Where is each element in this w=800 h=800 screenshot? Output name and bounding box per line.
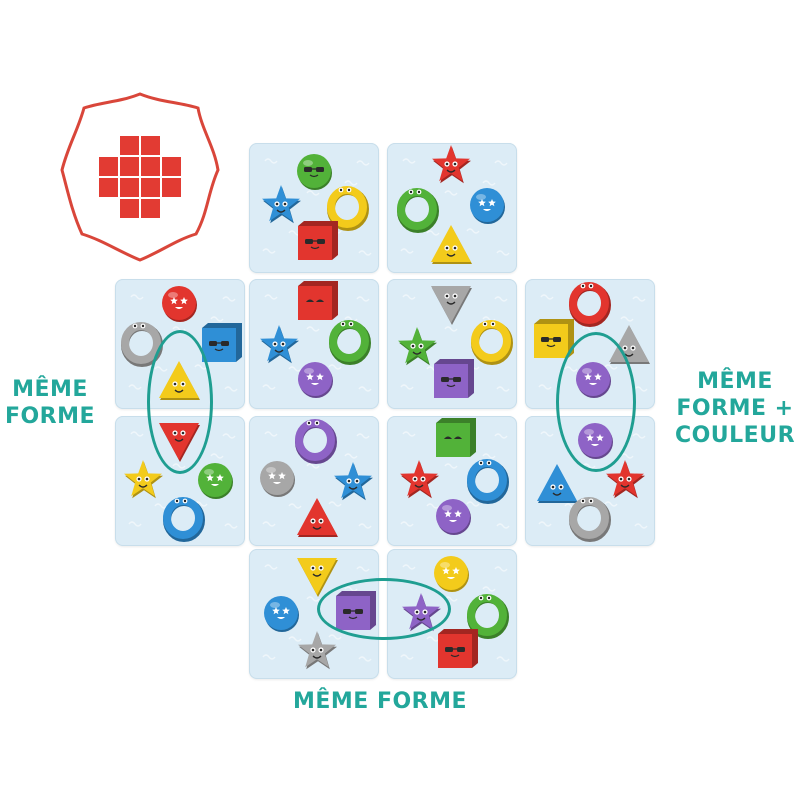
red-triangle-down-icon bbox=[159, 423, 200, 462]
badge-square bbox=[120, 157, 139, 176]
hexagon-badge bbox=[56, 88, 224, 268]
game-tile-r2c1[interactable] bbox=[249, 416, 379, 546]
green-ring-icon bbox=[329, 320, 371, 365]
tile-art bbox=[398, 286, 513, 398]
tile-art bbox=[400, 556, 510, 668]
tile-art bbox=[534, 282, 650, 398]
badge-square bbox=[120, 199, 139, 218]
green-ring-icon bbox=[467, 594, 509, 639]
tile-art bbox=[400, 418, 510, 535]
yellow-circle-icon bbox=[434, 556, 469, 592]
game-tile-r1c1[interactable] bbox=[249, 279, 379, 409]
tile-art bbox=[397, 145, 510, 264]
game-tile-r1c2[interactable] bbox=[387, 279, 517, 409]
badge-square bbox=[162, 157, 181, 176]
grey-triangle-icon bbox=[609, 325, 650, 364]
grey-circle-icon bbox=[260, 461, 295, 497]
grey-triangle-down-icon bbox=[431, 286, 472, 325]
blue-star-icon bbox=[262, 185, 301, 224]
yellow-star-icon bbox=[124, 460, 163, 499]
badge-square bbox=[120, 136, 139, 155]
yellow-square-icon bbox=[534, 319, 574, 358]
purple-circle-icon bbox=[298, 362, 333, 398]
label-same-shape-color-right: MÊME FORME + COULEUR bbox=[674, 369, 796, 448]
tile-art bbox=[260, 419, 373, 537]
red-square-icon bbox=[438, 629, 478, 668]
blue-star-icon bbox=[260, 325, 299, 364]
tile-art bbox=[121, 286, 242, 400]
blue-square-icon bbox=[202, 323, 242, 362]
badge-square bbox=[99, 178, 118, 197]
badge-square bbox=[120, 178, 139, 197]
blue-circle-icon bbox=[264, 596, 299, 632]
grey-star-icon bbox=[298, 631, 337, 670]
blue-ring-icon bbox=[163, 497, 205, 542]
tile-art bbox=[124, 423, 238, 542]
green-circle-icon bbox=[198, 463, 233, 499]
label-same-shape-bottom: MÊME FORME bbox=[292, 689, 468, 714]
game-tile-r3c1[interactable] bbox=[249, 549, 379, 679]
game-tile-r3c2[interactable] bbox=[387, 549, 517, 679]
game-tile-r1c0[interactable] bbox=[115, 279, 245, 409]
tile-art bbox=[262, 154, 372, 260]
game-tile-r1c3[interactable] bbox=[525, 279, 655, 409]
green-circle-icon bbox=[297, 154, 332, 190]
red-triangle-icon bbox=[297, 498, 338, 537]
red-star-icon bbox=[400, 460, 439, 499]
blue-triangle-icon bbox=[537, 464, 578, 503]
game-tile-r2c3[interactable] bbox=[525, 416, 655, 546]
red-ring-icon bbox=[569, 282, 611, 327]
badge-square bbox=[162, 178, 181, 197]
yellow-ring-icon bbox=[471, 320, 513, 365]
red-circle-icon bbox=[162, 286, 197, 322]
game-tile-r0c1[interactable] bbox=[249, 143, 379, 273]
red-square-icon bbox=[298, 281, 338, 320]
grey-ring-icon bbox=[121, 322, 163, 367]
badge-square bbox=[141, 157, 160, 176]
purple-circle-icon bbox=[576, 362, 611, 398]
label-same-shape-left: MÊME FORME bbox=[4, 377, 96, 429]
red-square-icon bbox=[298, 221, 338, 260]
green-ring-icon bbox=[397, 188, 439, 233]
red-star-icon bbox=[606, 460, 645, 499]
purple-circle-icon bbox=[578, 423, 613, 459]
yellow-triangle-down-icon bbox=[297, 558, 338, 597]
badge-square bbox=[141, 178, 160, 197]
blue-ring-icon bbox=[467, 459, 509, 504]
game-tile-r2c2[interactable] bbox=[387, 416, 517, 546]
badge-square bbox=[141, 199, 160, 218]
game-tile-r0c2[interactable] bbox=[387, 143, 517, 273]
grey-ring-icon bbox=[569, 497, 611, 542]
badge-square bbox=[99, 157, 118, 176]
purple-star-icon bbox=[402, 593, 441, 632]
tile-art bbox=[537, 423, 648, 542]
blue-circle-icon bbox=[470, 188, 505, 224]
yellow-triangle-icon bbox=[431, 225, 472, 264]
yellow-triangle-icon bbox=[159, 361, 200, 400]
green-square-icon bbox=[436, 418, 476, 457]
purple-ring-icon bbox=[295, 419, 337, 464]
purple-circle-icon bbox=[436, 499, 471, 535]
yellow-ring-icon bbox=[327, 186, 369, 231]
tile-art bbox=[260, 281, 372, 398]
purple-square-icon bbox=[434, 359, 474, 398]
blue-star-icon bbox=[334, 462, 373, 501]
green-star-icon bbox=[398, 327, 437, 366]
purple-square-icon bbox=[336, 591, 376, 630]
game-tile-r2c0[interactable] bbox=[115, 416, 245, 546]
red-star-icon bbox=[432, 145, 471, 184]
tile-art bbox=[262, 558, 376, 670]
cross-grid-pattern-icon bbox=[60, 92, 220, 262]
badge-square bbox=[141, 136, 160, 155]
